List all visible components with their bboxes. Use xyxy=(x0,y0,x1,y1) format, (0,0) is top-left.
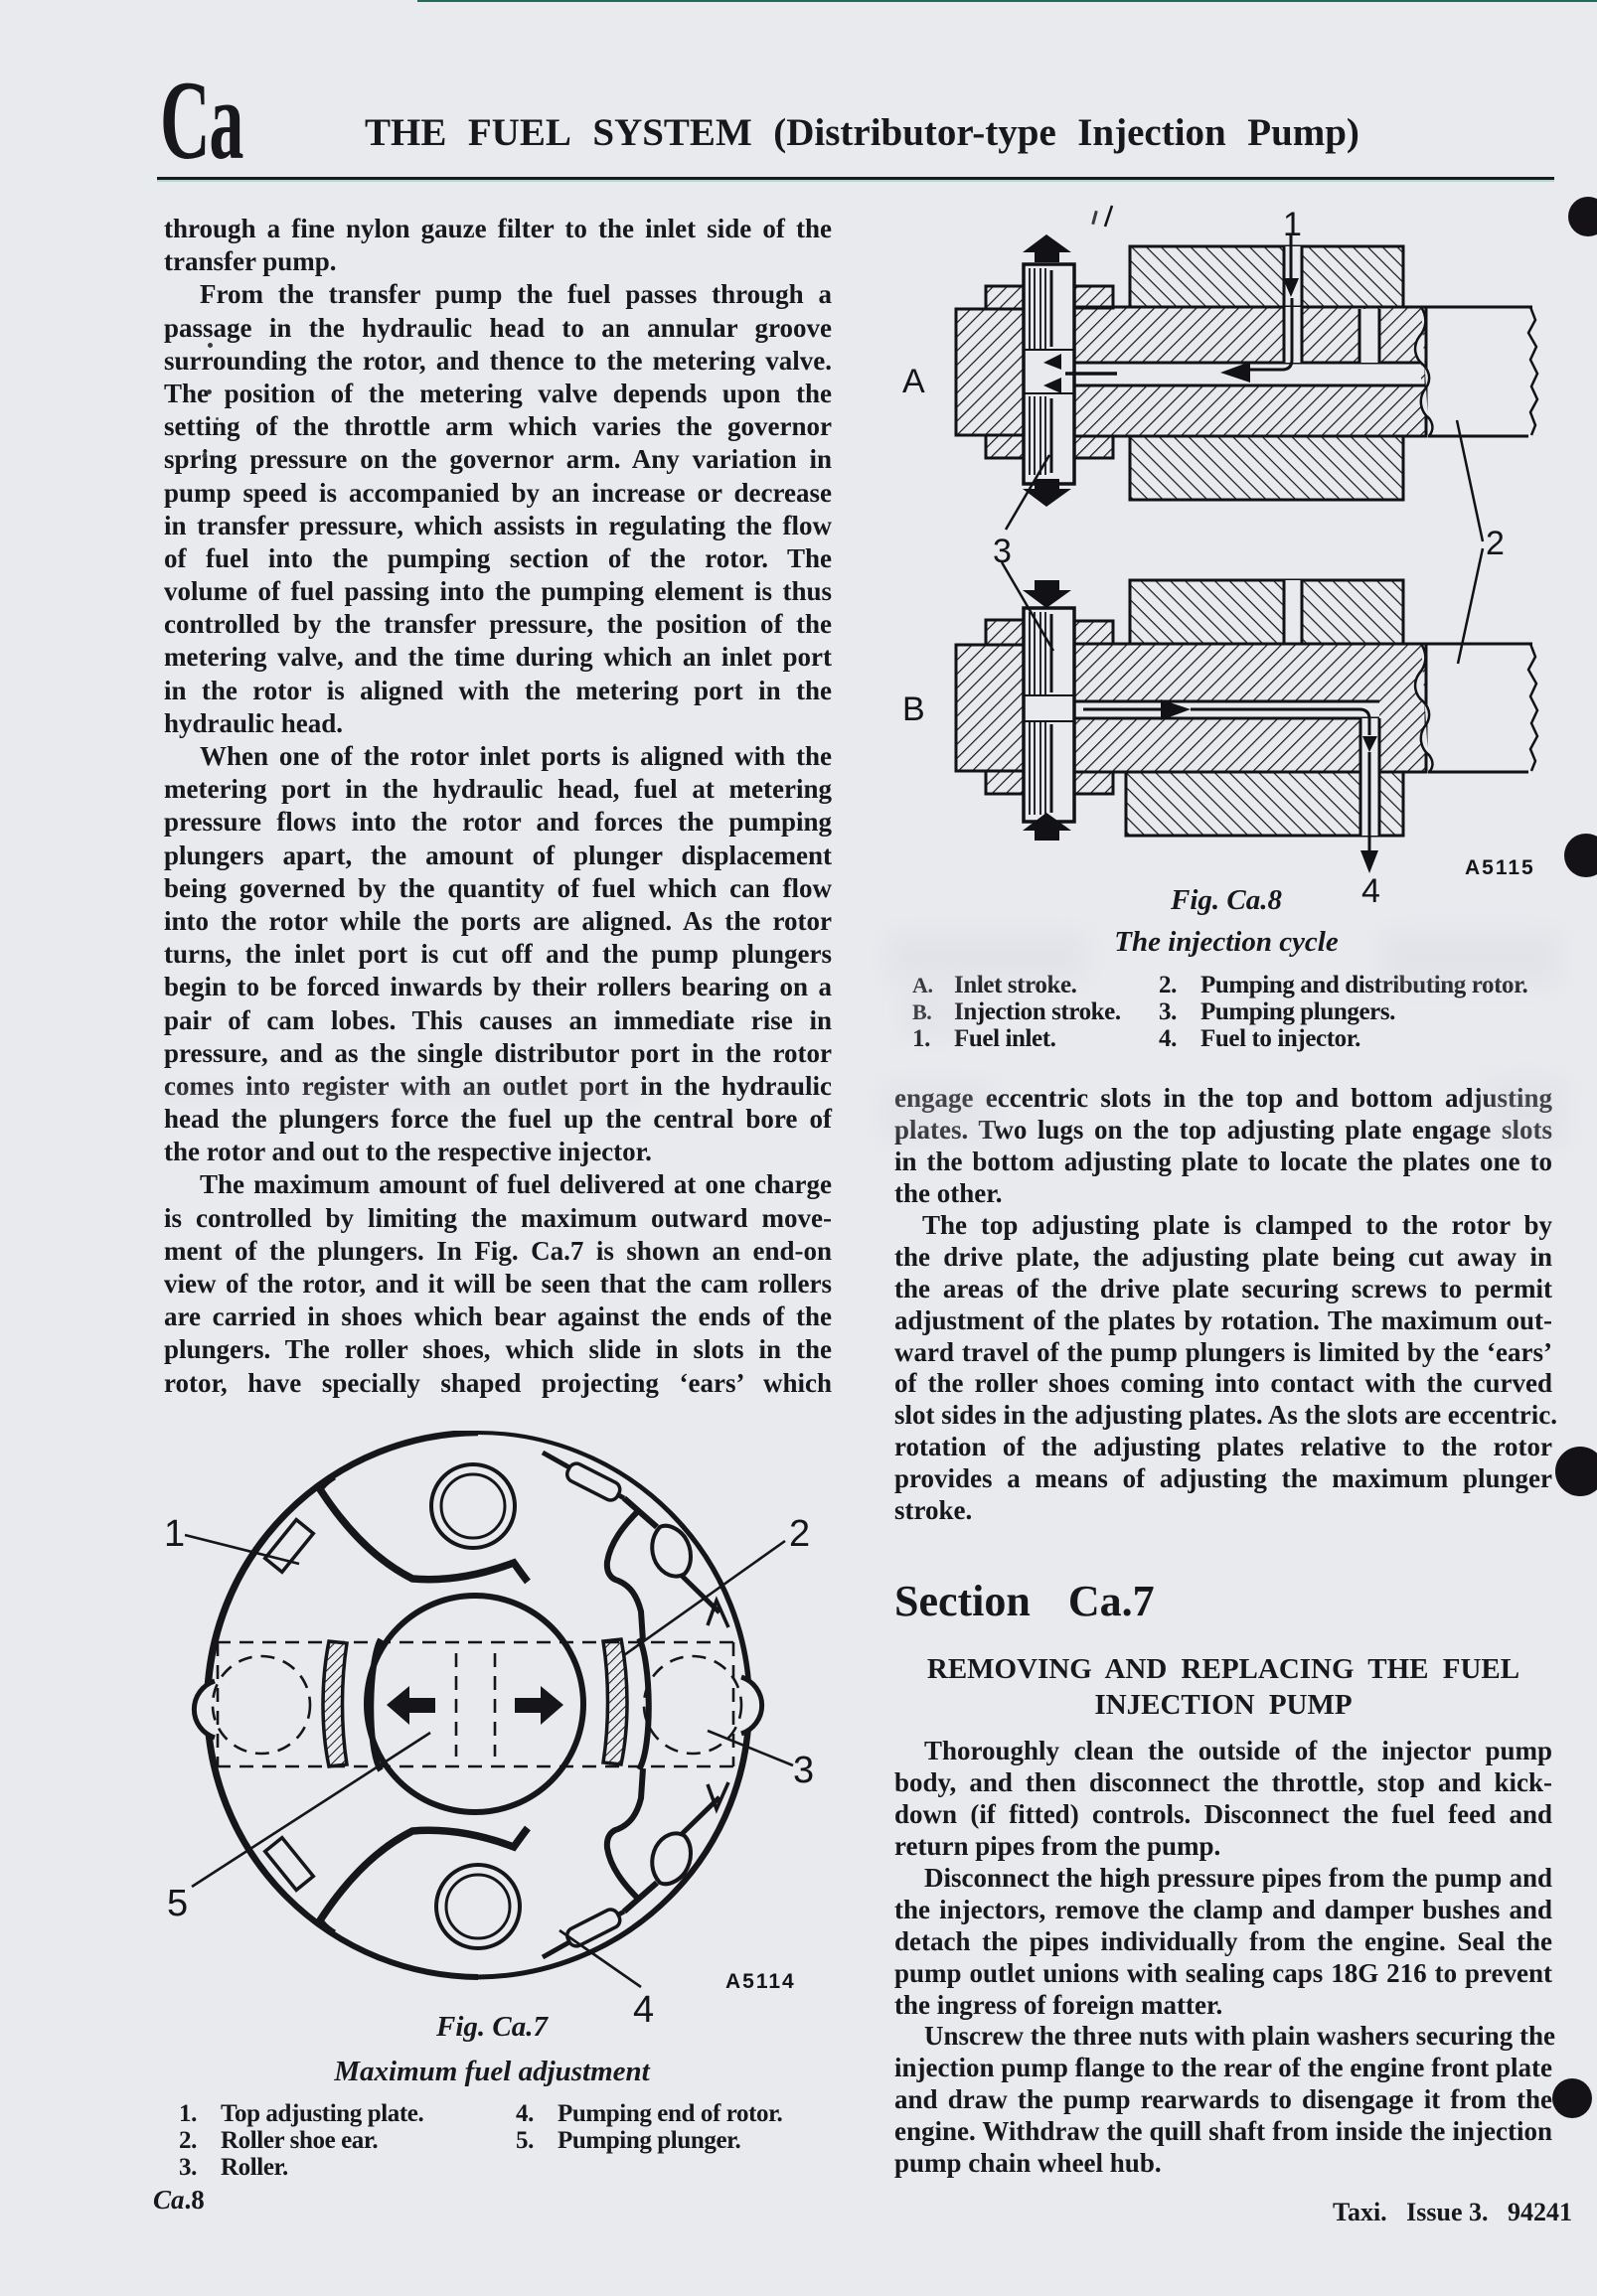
svg-text:1: 1 xyxy=(1283,206,1302,243)
svg-text:3: 3 xyxy=(993,533,1012,570)
svg-text:5: 5 xyxy=(167,1883,188,1924)
svg-text:2: 2 xyxy=(789,1513,810,1555)
svg-text:4: 4 xyxy=(1361,872,1380,910)
svg-text:A5114: A5114 xyxy=(725,1970,796,1993)
svg-text:B: B xyxy=(902,690,925,728)
svg-text:3: 3 xyxy=(793,1750,814,1791)
svg-text:1: 1 xyxy=(164,1513,185,1555)
svg-text:2: 2 xyxy=(1486,525,1505,562)
svg-text:4: 4 xyxy=(633,1989,654,2027)
svg-text:A5115: A5115 xyxy=(1465,856,1535,879)
svg-text:A: A xyxy=(902,363,925,400)
